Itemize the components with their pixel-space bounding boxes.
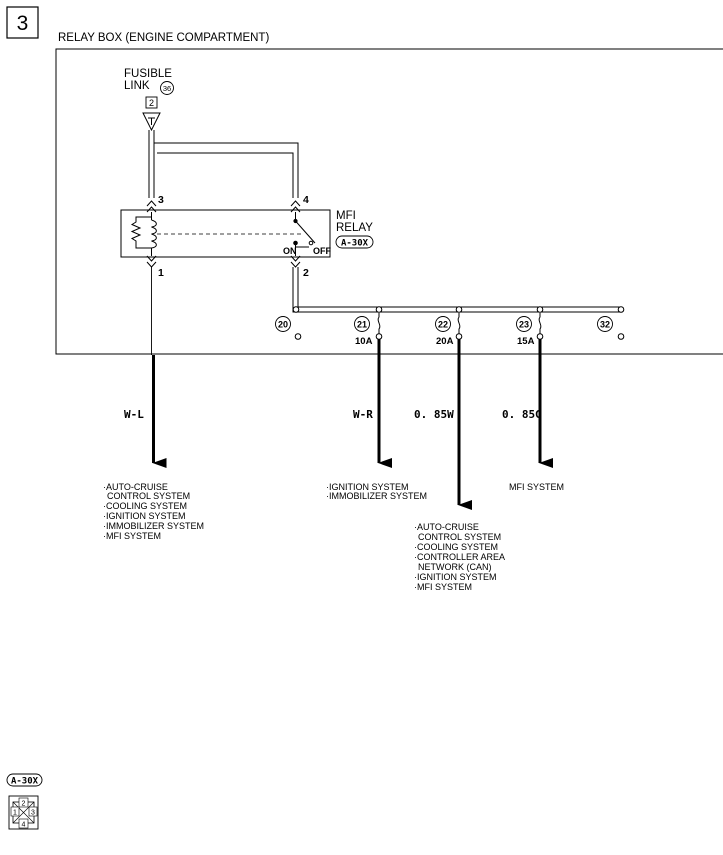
- fuse-taps: [294, 306, 625, 340]
- destination-item: ·IGNITION SYSTEM: [326, 482, 409, 492]
- fuse-badge-23: 23: [516, 316, 532, 332]
- fuse-number-32: 32: [600, 320, 610, 330]
- fusible-link-symbol: [142, 112, 161, 132]
- fusible-link-terminal-number: 2: [149, 98, 154, 108]
- fuse-bus-bar: [292, 267, 625, 313]
- page-title: RELAY BOX (ENGINE COMPARTMENT): [58, 32, 269, 44]
- relay-connector-code: A-30X: [341, 239, 369, 249]
- fusible-link-label-line1: FUSIBLE: [124, 68, 172, 80]
- destination-item: ·IGNITION SYSTEM: [103, 511, 186, 521]
- fuse-badge-21: 21: [354, 316, 370, 332]
- legend-pin-1: 1: [13, 810, 17, 817]
- wire-code-w-r: W-R: [353, 408, 373, 421]
- destination-list-1: ·AUTO-CRUISE CONTROL SYSTEM ·COOLING SYS…: [103, 482, 204, 541]
- destination-item: ·CONTROLLER AREA: [414, 552, 505, 562]
- destination-item: ·MFI SYSTEM: [103, 531, 161, 541]
- connector-legend-code: A-30X: [11, 777, 39, 787]
- wire-code-0-85g: 0. 85G: [502, 408, 542, 421]
- fusible-link-label-line2: LINK: [124, 80, 150, 92]
- fuse-rating-22: 20A: [436, 336, 454, 347]
- fuse-rating-21: 10A: [355, 336, 373, 347]
- power-feed-wires: [148, 130, 299, 198]
- destination-item: NETWORK (CAN): [418, 562, 492, 572]
- destination-list-2: ·IGNITION SYSTEM ·IMMOBILIZER SYSTEM: [326, 482, 427, 501]
- switch-on-label: ON: [283, 246, 297, 256]
- fusible-link-number-badge: 36: [160, 81, 174, 95]
- relay-connector-tag: A-30X: [335, 235, 374, 249]
- relay-pin-connectors: [146, 200, 301, 268]
- fuse-badge-32: 32: [597, 316, 613, 332]
- destination-item: MFI SYSTEM: [509, 482, 564, 492]
- page-number-box: 3: [6, 6, 39, 39]
- destination-item: ·COOLING SYSTEM: [103, 501, 187, 511]
- destination-item: ·IGNITION SYSTEM: [414, 572, 497, 582]
- legend-pin-3: 3: [31, 810, 35, 817]
- destination-item: ·IMMOBILIZER SYSTEM: [103, 521, 204, 531]
- fuse-number-21: 21: [357, 320, 367, 330]
- relay-coil: [130, 212, 157, 256]
- fusible-link-terminal: 2: [145, 96, 158, 109]
- mfi-relay-body: [120, 209, 331, 258]
- destination-item: ·MFI SYSTEM: [414, 582, 472, 592]
- fuse-rating-23: 15A: [517, 336, 535, 347]
- destination-list-3: ·AUTO-CRUISE CONTROL SYSTEM ·COOLING SYS…: [414, 522, 505, 592]
- relay-box-outline: [55, 48, 723, 355]
- destination-item: ·COOLING SYSTEM: [414, 542, 498, 552]
- relay-pin-3-label: 3: [158, 194, 164, 206]
- legend-pin-4: 4: [22, 822, 26, 829]
- relay-name-line1: MFI: [336, 210, 356, 222]
- relay-name-line2: RELAY: [336, 222, 373, 234]
- relay-switch: [293, 212, 316, 256]
- destination-item: ·AUTO-CRUISE: [103, 482, 168, 492]
- wire-code-w-l: W-L: [124, 408, 144, 421]
- destination-item: CONTROL SYSTEM: [418, 532, 501, 542]
- fuse-badge-22: 22: [435, 316, 451, 332]
- connector-legend: A-30X 2 1 3 4: [6, 773, 43, 830]
- fuse-badge-20: 20: [275, 316, 291, 332]
- switch-off-label: OFF: [313, 246, 331, 256]
- destination-item: CONTROL SYSTEM: [107, 491, 190, 501]
- destination-item: ·AUTO-CRUISE: [414, 522, 479, 532]
- legend-pin-2: 2: [22, 801, 26, 808]
- relay-pin-1-label: 1: [158, 267, 164, 279]
- wire-code-0-85w: 0. 85W: [414, 408, 454, 421]
- fuse-number-22: 22: [438, 320, 448, 330]
- fuse-number-23: 23: [519, 320, 529, 330]
- page-number: 3: [17, 12, 29, 35]
- destination-list-4: MFI SYSTEM: [509, 482, 564, 492]
- destination-item: ·IMMOBILIZER SYSTEM: [326, 491, 427, 501]
- fusible-link-number: 36: [163, 84, 171, 93]
- fuse-number-20: 20: [278, 320, 288, 330]
- relay-pin-2-label: 2: [303, 267, 309, 279]
- relay-pin-4-label: 4: [303, 194, 309, 206]
